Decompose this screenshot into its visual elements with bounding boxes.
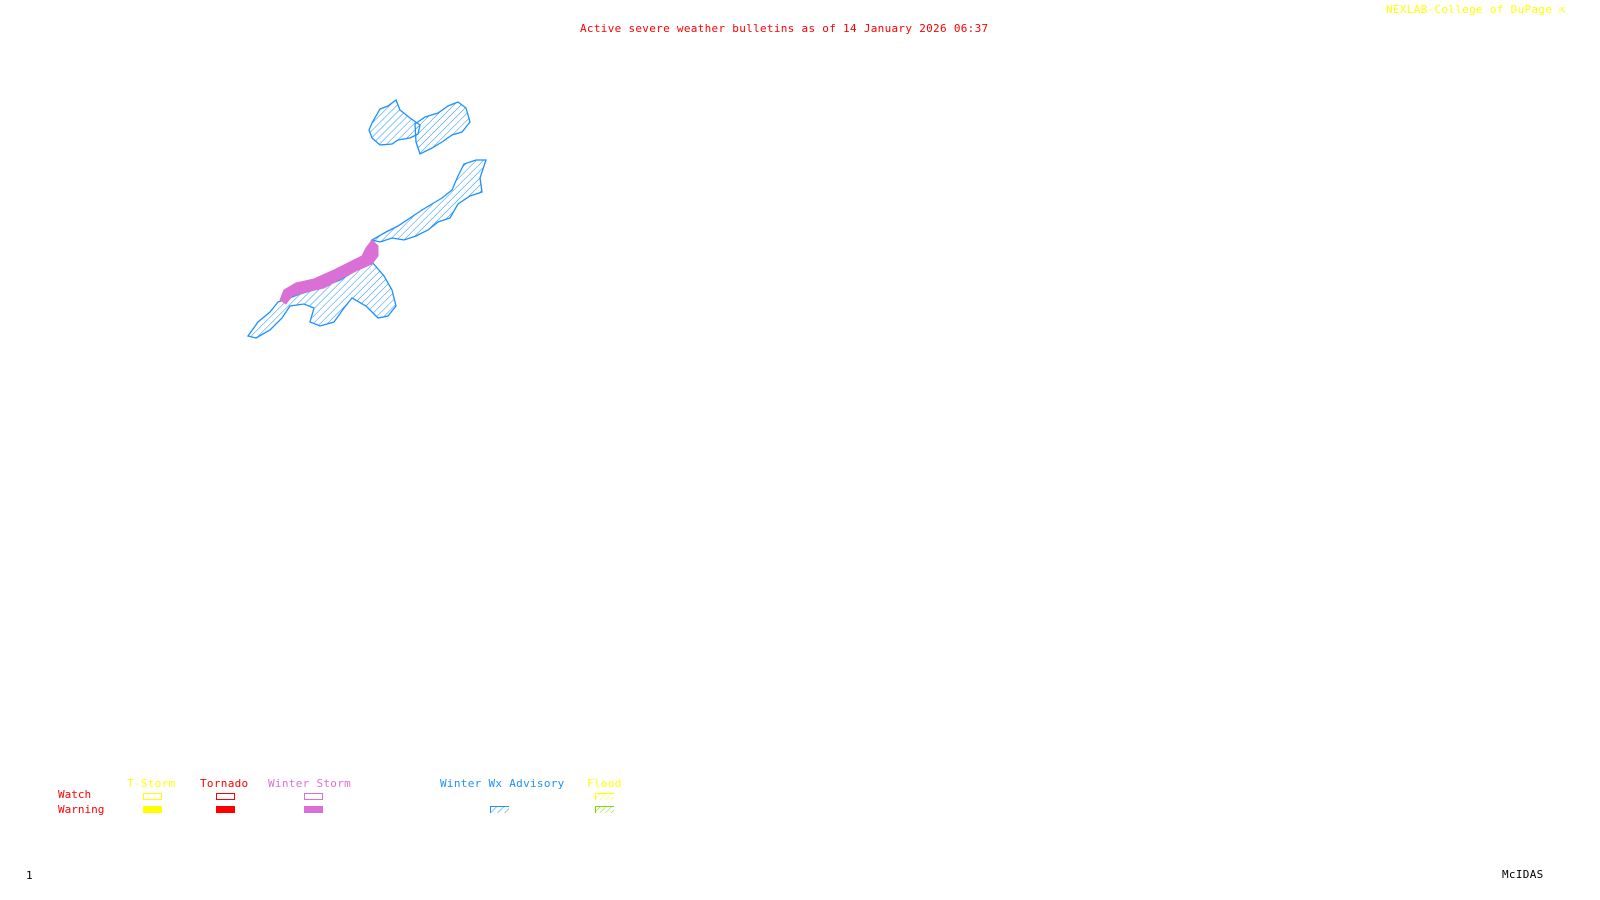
advisory-area-north-west <box>368 98 421 146</box>
legend-header-tornado: Tornado <box>200 777 249 790</box>
advisory-area-northeast-band <box>370 159 487 243</box>
tstorm-watch-swatch <box>143 793 162 800</box>
winter-wx-advisory-swatch <box>490 806 509 813</box>
cursor-arrow-icon: ⇱ <box>1559 3 1567 16</box>
tornado-warning-swatch <box>216 806 235 813</box>
winter-storm-warning-swatch <box>304 806 323 813</box>
software-label: McIDAS <box>1502 868 1544 881</box>
flood-watch-swatch <box>595 793 614 800</box>
legend-header-winter-wx-advisory: Winter Wx Advisory <box>440 777 565 790</box>
advisory-area-north-east <box>414 101 471 155</box>
legend-header-tstorm: T-Storm <box>127 777 176 790</box>
tornado-watch-swatch <box>216 793 235 800</box>
tstorm-warning-swatch <box>143 806 162 813</box>
page-title: Active severe weather bulletins as of 14… <box>580 22 989 35</box>
flood-warning-swatch <box>595 806 614 813</box>
legend-row-watch: Watch <box>58 788 92 801</box>
frame-number: 1 <box>26 869 33 882</box>
legend-header-flood: Flood <box>587 777 622 790</box>
credit-label: NEXLAB-College of DuPage ⇱ <box>1386 4 1566 16</box>
legend-header-winter-storm: Winter Storm <box>268 777 352 790</box>
advisory-area-southwest <box>246 261 397 339</box>
winter-storm-warning-area <box>279 239 379 305</box>
credit-text: NEXLAB-College of DuPage <box>1386 3 1553 16</box>
legend-row-warning: Warning <box>58 803 105 816</box>
winter-storm-watch-swatch <box>304 793 323 800</box>
